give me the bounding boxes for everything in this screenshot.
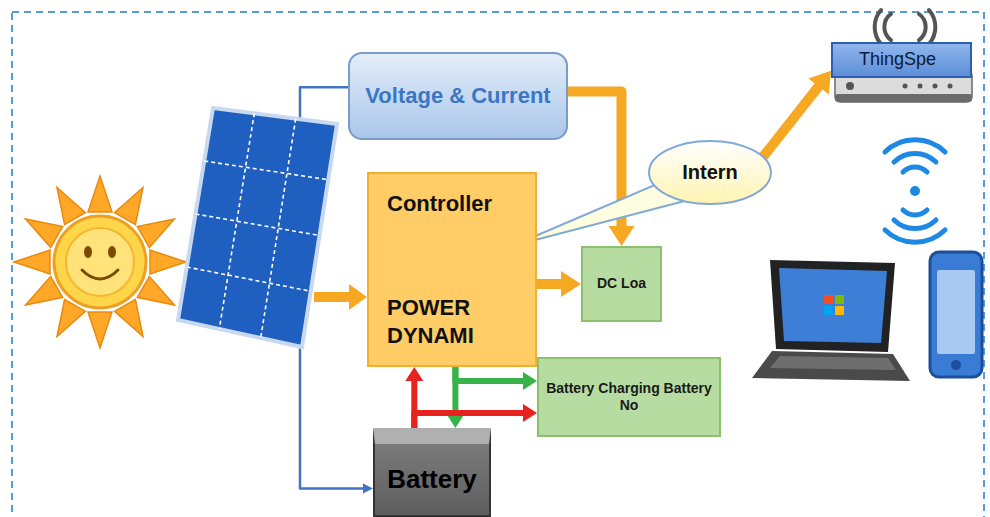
router-icon-part bbox=[948, 84, 953, 89]
sun-icon-part-part bbox=[20, 209, 63, 248]
wifi-icon-part bbox=[903, 167, 927, 172]
arrow-shaft bbox=[414, 413, 524, 428]
router-icon-part bbox=[875, 10, 936, 44]
sun-icon-part-part bbox=[20, 277, 63, 316]
phone-icon-part bbox=[930, 252, 982, 377]
arrow-head bbox=[523, 404, 537, 422]
status-box: Battery Charging Battery No bbox=[537, 357, 721, 437]
solar-panel-part-part bbox=[204, 161, 328, 180]
cloud-label: ThingSpe bbox=[831, 42, 972, 78]
arrow-head bbox=[561, 271, 581, 297]
arrow-head bbox=[523, 372, 537, 390]
wifi-icon-part bbox=[894, 220, 936, 229]
sun-icon-part bbox=[14, 176, 186, 348]
router-icon-part bbox=[846, 82, 854, 90]
sun-icon-part bbox=[108, 246, 116, 258]
panel-arrow-part bbox=[314, 292, 350, 302]
node-label: Intern bbox=[682, 161, 738, 184]
solar-panel-part bbox=[178, 108, 337, 347]
sun-icon-part-part bbox=[47, 299, 86, 342]
solar-panel bbox=[178, 108, 337, 347]
sun-icon bbox=[14, 176, 186, 348]
node-label: Controller bbox=[387, 190, 521, 219]
flow-arrow bbox=[762, 71, 831, 158]
load-box: DC Loa bbox=[581, 246, 662, 322]
arrow-head bbox=[609, 226, 635, 246]
node-label: DC Loa bbox=[597, 275, 646, 293]
node-sublabel: POWER DYNAMI bbox=[387, 294, 521, 351]
router-icon-part-part bbox=[875, 10, 881, 44]
router-icon-part bbox=[835, 94, 972, 102]
arrow-head bbox=[363, 484, 373, 494]
sun-icon-part-part bbox=[88, 312, 112, 348]
arrow-head bbox=[446, 414, 464, 428]
router-icon-part-part bbox=[929, 10, 935, 44]
node-label: Battery Charging Battery No bbox=[545, 380, 713, 415]
wifi-icon-part bbox=[885, 140, 945, 152]
sun-icon-part-part bbox=[115, 182, 154, 225]
solar-panel-part-part bbox=[196, 214, 320, 236]
sun-icon-part bbox=[84, 246, 92, 258]
laptop-icon-part bbox=[824, 295, 833, 304]
callout-outline bbox=[649, 141, 771, 204]
sensor-box: Voltage & Current bbox=[348, 52, 568, 140]
sun-icon-part-part bbox=[150, 250, 186, 274]
sun-icon-part-part bbox=[88, 176, 112, 212]
router-icon-part bbox=[933, 84, 938, 89]
sun-icon-part-part bbox=[47, 182, 86, 225]
wifi-icon-part bbox=[894, 153, 936, 162]
arrow-head bbox=[405, 367, 423, 381]
node-label: Voltage & Current bbox=[365, 83, 550, 109]
panel-arrow-part bbox=[349, 284, 367, 310]
node-label: ThingSpe bbox=[859, 50, 936, 70]
solar-panel-part bbox=[187, 113, 329, 338]
controller-box: ControllerPOWER DYNAMI bbox=[367, 172, 537, 367]
sun-icon-part-part bbox=[115, 299, 154, 342]
phone-icon-part bbox=[937, 270, 975, 354]
wifi-icon-part bbox=[885, 230, 945, 242]
laptop-icon-part bbox=[779, 268, 887, 343]
flow-arrow bbox=[455, 367, 537, 390]
laptop-icon-part bbox=[835, 295, 844, 304]
phone-icon bbox=[930, 252, 982, 377]
arrow-head bbox=[808, 71, 831, 95]
laptop-icon-part bbox=[752, 351, 910, 381]
solar-panel-part-part bbox=[261, 119, 296, 338]
laptop-icon-part bbox=[835, 306, 844, 315]
sun-icon-part-part bbox=[137, 209, 180, 248]
panel-arrow bbox=[314, 284, 367, 310]
laptop-icon-part bbox=[824, 306, 833, 315]
flow-arrow bbox=[414, 404, 537, 428]
solar-panel-part-part bbox=[219, 113, 254, 329]
sun-icon-part bbox=[82, 270, 118, 279]
solar-panel-part-part bbox=[187, 267, 311, 291]
sun-icon-part-part bbox=[137, 277, 180, 316]
router-icon-part bbox=[918, 84, 923, 89]
sun-icon-part-part bbox=[14, 250, 50, 274]
arrow-shaft bbox=[455, 367, 524, 381]
callout-bubble: Intern bbox=[648, 140, 772, 205]
battery-box: Battery bbox=[373, 428, 491, 517]
node-label: Battery bbox=[387, 465, 477, 494]
arrow-shaft bbox=[762, 86, 819, 158]
wifi-icon-part bbox=[910, 186, 920, 196]
laptop-icon bbox=[752, 260, 910, 381]
laptop-icon-part bbox=[770, 260, 895, 352]
wifi-icon bbox=[885, 140, 945, 242]
dashed-frame bbox=[12, 12, 984, 517]
laptop-icon-part bbox=[770, 356, 896, 370]
phone-icon-part bbox=[951, 360, 961, 370]
router-icon-part-part bbox=[884, 14, 891, 40]
sun-icon-part bbox=[54, 216, 146, 308]
router-icon-part bbox=[903, 84, 908, 89]
flow-arrow bbox=[537, 271, 581, 297]
sun-icon-part bbox=[66, 228, 134, 296]
router-icon-part-part bbox=[919, 14, 926, 40]
wifi-icon-part bbox=[903, 210, 927, 215]
arrow-shaft bbox=[537, 279, 562, 289]
